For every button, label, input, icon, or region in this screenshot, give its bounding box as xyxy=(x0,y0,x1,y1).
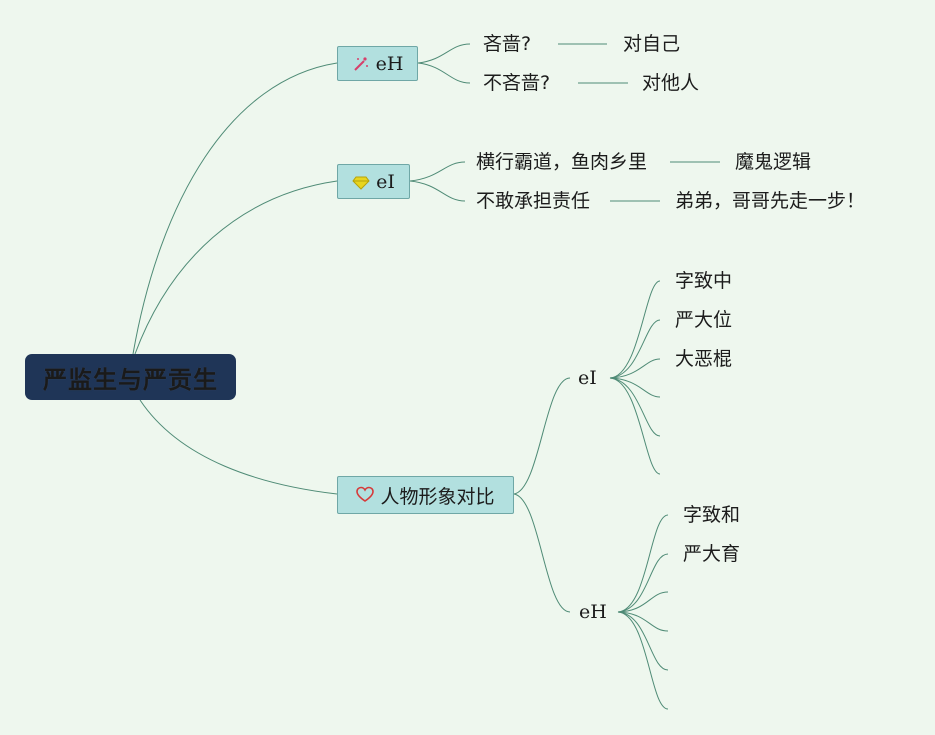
root-topic[interactable]: 严监生与严贡生 xyxy=(25,354,236,400)
item-detail-others[interactable]: 对他人 xyxy=(642,72,700,94)
connector-root-ei xyxy=(134,180,338,355)
topic-ei-label: eI xyxy=(376,170,395,193)
magic-wand-icon xyxy=(352,55,370,73)
item-no-responsibility[interactable]: 不敢承担责任 xyxy=(476,190,591,212)
topic-ei[interactable]: eI xyxy=(337,164,410,199)
leaf-eh-courtesy-name[interactable]: 字致和 xyxy=(683,504,741,526)
root-title: 严监生与严贡生 xyxy=(43,365,218,394)
group-eh-label[interactable]: eH xyxy=(579,601,607,623)
item-stingy-self[interactable]: 吝啬? xyxy=(483,33,532,55)
connector-root-eh xyxy=(132,62,338,355)
leaf-ei-courtesy-name[interactable]: 字致中 xyxy=(675,270,733,292)
topic-character-compare[interactable]: 人物形象对比 xyxy=(337,476,514,514)
item-detail-brother[interactable]: 弟弟，哥哥先走一步！ xyxy=(675,190,866,212)
leaf-ei-name[interactable]: 严大位 xyxy=(675,309,733,331)
diamond-gem-icon xyxy=(352,173,370,191)
heart-icon xyxy=(356,486,375,504)
connector-root-compare xyxy=(139,399,338,495)
group-ei-label[interactable]: eI xyxy=(578,367,597,389)
topic-eh[interactable]: eH xyxy=(337,46,418,81)
item-tyranny[interactable]: 横行霸道，鱼肉乡里 xyxy=(476,151,648,173)
leaf-eh-name[interactable]: 严大育 xyxy=(683,543,741,565)
item-stingy-others[interactable]: 不吝啬? xyxy=(483,72,551,94)
item-detail-self[interactable]: 对自己 xyxy=(623,33,681,55)
leaf-ei-villain[interactable]: 大恶棍 xyxy=(675,348,733,370)
item-detail-devil-logic[interactable]: 魔鬼逻辑 xyxy=(735,151,812,173)
topic-compare-label: 人物形象对比 xyxy=(380,485,495,508)
topic-eh-label: eH xyxy=(375,52,404,75)
